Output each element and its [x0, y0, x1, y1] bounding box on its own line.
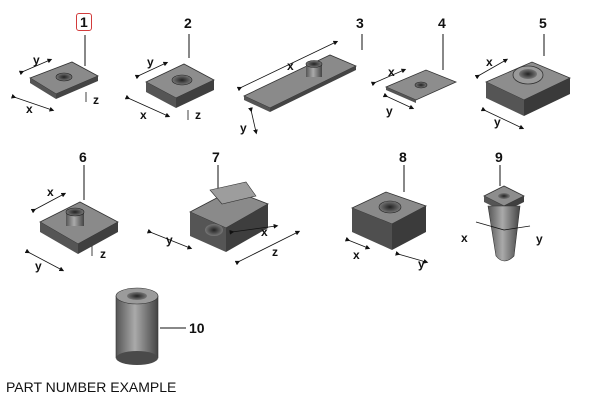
part-number-callout-5[interactable]: 5 [539, 15, 547, 31]
dim-label-x: x [140, 108, 147, 122]
dim-label-x: x [388, 65, 395, 79]
part-number-callout-8[interactable]: 8 [399, 149, 407, 165]
part-number-callout-7[interactable]: 7 [212, 149, 220, 165]
dim-label-y: y [494, 115, 501, 129]
part-10-sleeve[interactable] [115, 287, 186, 365]
dim-label-y: y [386, 104, 393, 118]
part-7-u-nut[interactable]: y x z [146, 165, 301, 266]
dim-label-y: y [166, 233, 173, 247]
part-4-thin-plate[interactable]: x y [370, 34, 458, 118]
dim-label-x: x [461, 231, 468, 245]
dim-label-z: z [100, 247, 106, 261]
part-number-callout-3[interactable]: 3 [356, 15, 364, 31]
dim-label-x: x [287, 59, 294, 73]
part-number-callout-9[interactable]: 9 [495, 149, 503, 165]
dim-label-z: z [272, 245, 278, 259]
part-9-expansion-nut[interactable]: x y [461, 165, 543, 262]
part-5-large-square-nut[interactable]: x y [474, 34, 571, 130]
part-number-callout-6[interactable]: 6 [79, 149, 87, 165]
dim-label-y: y [536, 232, 543, 246]
part-2-square-nut[interactable]: y x z [124, 34, 215, 122]
dim-label-x: x [486, 55, 493, 69]
part-number-callout-2[interactable]: 2 [184, 15, 192, 31]
dim-label-y: y [240, 121, 247, 135]
dim-label-z: z [93, 93, 99, 107]
dim-label-x: x [261, 225, 268, 239]
dim-label-y: y [418, 257, 425, 271]
part-3-plate-nut[interactable]: x y [236, 34, 363, 135]
dim-label-y: y [35, 259, 42, 273]
dim-label-x: x [47, 185, 54, 199]
part-number-callout-4[interactable]: 4 [438, 15, 446, 31]
dim-label-z: z [195, 108, 201, 122]
part-1-cage-nut[interactable]: y x z [10, 35, 99, 116]
part-8-cage-nut[interactable]: x y [344, 165, 429, 271]
part-number-callout-10[interactable]: 10 [189, 320, 205, 336]
dim-label-y: y [33, 53, 40, 67]
dim-label-y: y [147, 55, 154, 69]
dim-label-x: x [353, 248, 360, 262]
part-6-clip-nut[interactable]: x y z [24, 165, 119, 273]
dim-label-x: x [26, 102, 33, 116]
diagram-caption: PART NUMBER EXAMPLE [6, 379, 177, 395]
part-number-callout-1[interactable]: 1 [76, 13, 92, 31]
